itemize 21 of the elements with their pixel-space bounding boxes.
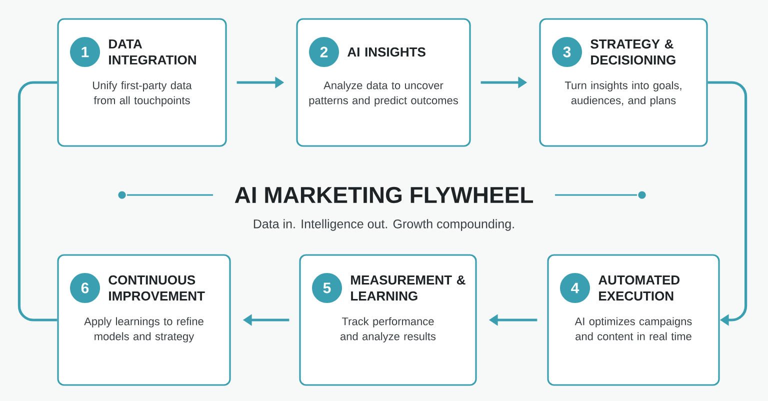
step-description: Track performance and analyze results bbox=[340, 317, 436, 342]
number-badge: 4 bbox=[560, 273, 590, 303]
step-description: Unify first-party data from all touchpoints bbox=[93, 81, 192, 106]
number-badge: 5 bbox=[312, 273, 342, 303]
number-badge: 2 bbox=[309, 37, 339, 67]
number-badge: 3 bbox=[552, 37, 582, 67]
step-description: Turn insights into goals, audiences, and plans bbox=[564, 81, 682, 106]
step-heading: AI INSIGHTS bbox=[348, 47, 426, 57]
step-heading: AUTOMATED EXECUTION bbox=[598, 275, 680, 301]
step-description: Analyze data to uncover patterns and predict outcomes bbox=[309, 81, 458, 106]
number-badge: 6 bbox=[70, 273, 100, 303]
step-heading: DATA INTEGRATION bbox=[109, 39, 196, 65]
step-heading: MEASUREMENT & LEARNING bbox=[351, 275, 466, 301]
step-heading: STRATEGY & DECISIONING bbox=[590, 39, 676, 65]
step-heading: CONTINUOUS IMPROVEMENT bbox=[108, 275, 205, 301]
step-description: AI optimizes campaigns and content in real time bbox=[574, 317, 692, 340]
number-badge: 1 bbox=[70, 37, 100, 67]
title: AI MARKETING FLYWHEEL bbox=[234, 186, 534, 204]
arrow bbox=[708, 81, 748, 326]
step-description: Apply learnings to refine models and strategy bbox=[84, 317, 204, 342]
subtitle: Data in. Intelligence out. Growth compounding. bbox=[254, 219, 514, 231]
